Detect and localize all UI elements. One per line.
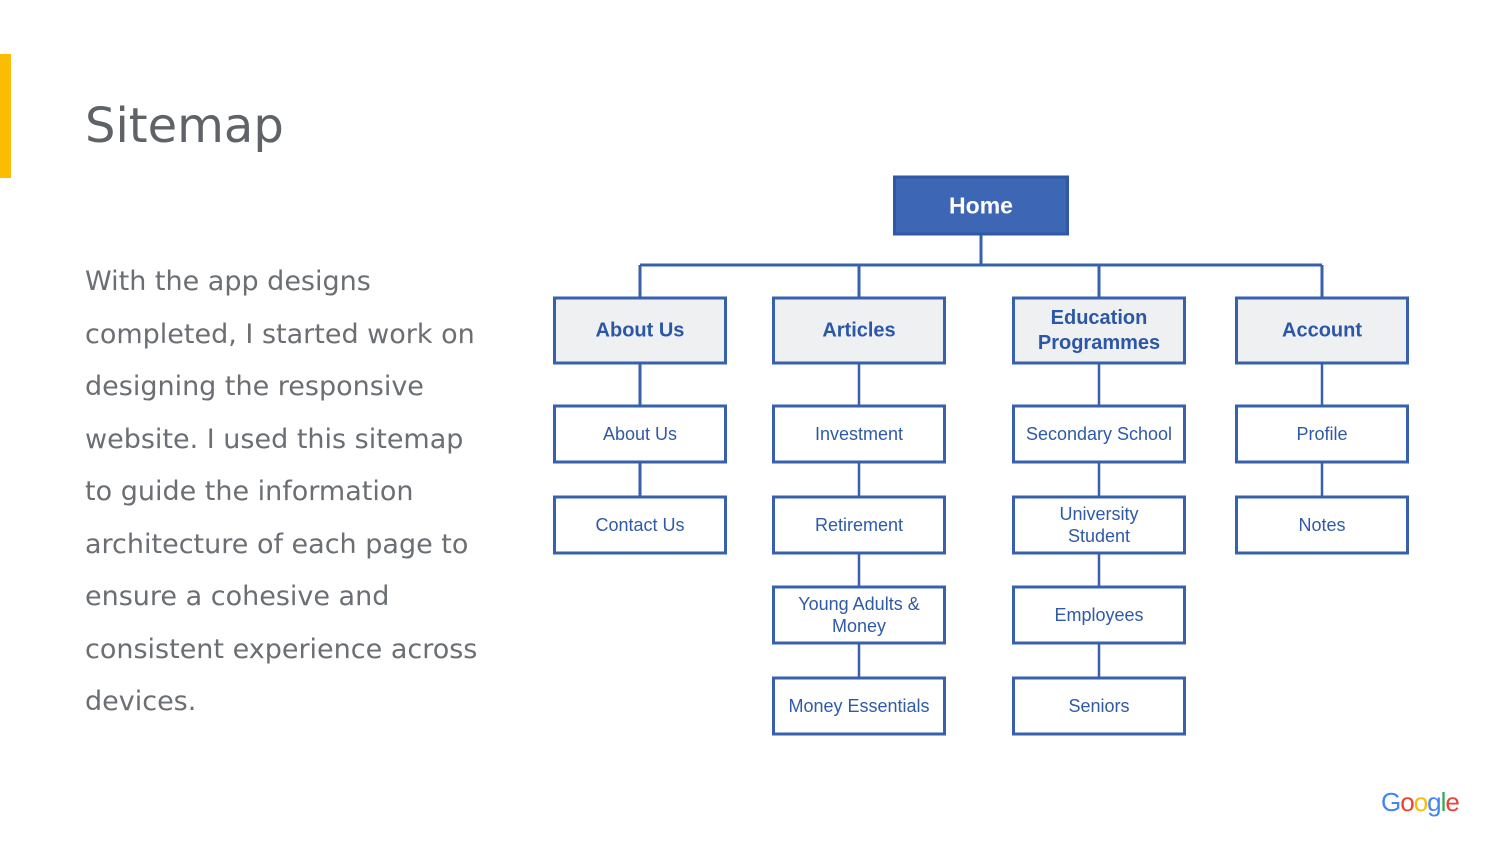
- page-box-notes: [1235, 495, 1409, 555]
- page-label-profile: Profile: [1296, 424, 1347, 444]
- root-label-home: Home: [949, 193, 1013, 219]
- google-logo-letter: o: [1413, 787, 1429, 817]
- google-logo: Google: [1381, 787, 1460, 818]
- google-logo-letter: o: [1400, 787, 1415, 817]
- category-box-education-programmes: [1012, 296, 1186, 365]
- page-label-retirement: Retirement: [815, 515, 903, 535]
- page-box-about-us: [553, 404, 727, 464]
- category-box-account: [1235, 296, 1409, 365]
- page-box-money-essentials: [772, 676, 946, 736]
- slide-body-text: With the app designs completed, I starte…: [85, 266, 478, 717]
- page-box-employees: [1012, 585, 1186, 645]
- slide-title: Sitemap: [85, 98, 284, 154]
- google-logo-letter: l: [1440, 787, 1447, 817]
- category-box-articles: [772, 296, 946, 365]
- category-label-about-us: About Us: [596, 320, 685, 342]
- google-logo-letter: G: [1381, 787, 1401, 817]
- page-label-contact-us: Contact Us: [595, 515, 684, 535]
- page-label-secondary-school: Secondary School: [1026, 424, 1172, 444]
- page-box-university-student: [1012, 495, 1186, 555]
- page-box-contact-us: [553, 495, 727, 555]
- page-box-seniors: [1012, 676, 1186, 736]
- page-box-profile: [1235, 404, 1409, 464]
- page-label-seniors: Seniors: [1068, 696, 1129, 716]
- page-box-secondary-school: [1012, 404, 1186, 464]
- accent-bar: [0, 54, 11, 178]
- page-box-young-adults-and-money: [772, 585, 946, 645]
- page-label-money-essentials: Money Essentials: [788, 696, 929, 716]
- category-label-account: Account: [1282, 320, 1362, 342]
- google-logo-letter: e: [1445, 787, 1460, 817]
- page-label-investment: Investment: [815, 424, 903, 444]
- page-label-young-adults-and-money: Young Adults &Money: [798, 594, 919, 636]
- page-label-employees: Employees: [1054, 605, 1143, 625]
- page-label-about-us: About Us: [603, 424, 677, 444]
- category-box-about-us: [553, 296, 727, 365]
- root-box-home: [893, 175, 1069, 236]
- page-box-investment: [772, 404, 946, 464]
- category-label-articles: Articles: [822, 320, 895, 342]
- page-label-notes: Notes: [1298, 515, 1345, 535]
- google-logo-letter: g: [1427, 787, 1442, 817]
- page-box-retirement: [772, 495, 946, 555]
